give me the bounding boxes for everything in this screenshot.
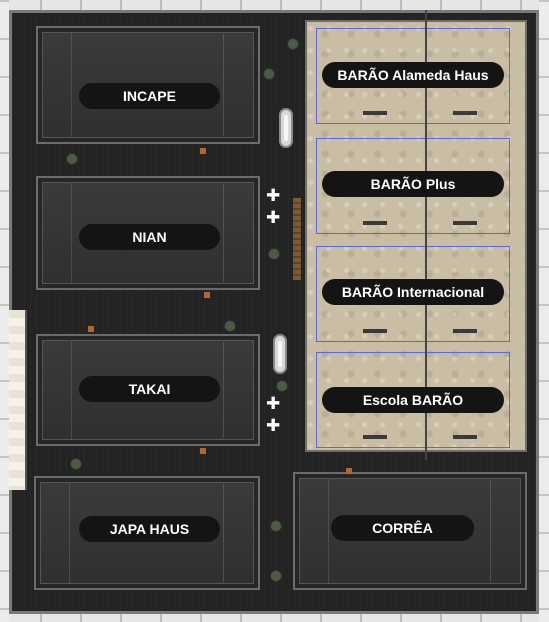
plant-icon [66, 153, 78, 165]
crate-icon [200, 448, 206, 454]
booth-label-takai: TAKAI [79, 376, 220, 402]
barao-zone [305, 20, 527, 452]
barao-label-plus: BARÃO Plus [322, 171, 504, 197]
plant-icon [276, 380, 288, 392]
desk [363, 329, 387, 333]
white-cross-icon: ✚ [266, 394, 281, 413]
barao-unit-escola[interactable] [316, 352, 510, 448]
booth-label-japa-haus: JAPA HAUS [79, 516, 220, 542]
desk [363, 111, 387, 115]
plant-icon [224, 320, 236, 332]
right-truss [539, 0, 549, 622]
barao-unit-plus[interactable] [316, 138, 510, 234]
capsule-bench-icon [279, 108, 293, 148]
structural-pole [425, 10, 427, 460]
left-walkway [9, 310, 27, 490]
left-truss [0, 0, 9, 622]
plant-icon [270, 570, 282, 582]
desk [363, 221, 387, 225]
barao-label-escola: Escola BARÃO [322, 387, 504, 413]
barao-label-alameda-haus: BARÃO Alameda Haus [322, 62, 504, 88]
desk [453, 435, 477, 439]
top-truss [0, 0, 549, 10]
plant-icon [263, 68, 275, 80]
crate-icon [346, 468, 352, 474]
booth-label-nian: NIAN [79, 224, 220, 250]
desk [453, 329, 477, 333]
white-cross-icon: ✚ [266, 416, 281, 435]
desk [453, 111, 477, 115]
booth-japa-haus[interactable] [34, 476, 260, 590]
plant-icon [70, 458, 82, 470]
crate-icon [200, 148, 206, 154]
plant-icon [287, 38, 299, 50]
booth-label-correa: CORRÊA [331, 515, 474, 541]
white-cross-icon: ✚ [266, 186, 281, 205]
barao-unit-alameda-haus[interactable] [316, 28, 510, 124]
desk [363, 435, 387, 439]
barao-label-internacional: BARÃO Internacional [322, 279, 504, 305]
wooden-bench [293, 198, 301, 280]
white-cross-icon: ✚ [266, 208, 281, 227]
bottom-truss [0, 614, 549, 622]
crate-icon [204, 292, 210, 298]
desk [453, 221, 477, 225]
plant-icon [268, 248, 280, 260]
barao-unit-internacional[interactable] [316, 246, 510, 342]
capsule-bench-icon [273, 334, 287, 374]
crate-icon [88, 326, 94, 332]
plant-icon [270, 520, 282, 532]
booth-label-incape: INCAPE [79, 83, 220, 109]
